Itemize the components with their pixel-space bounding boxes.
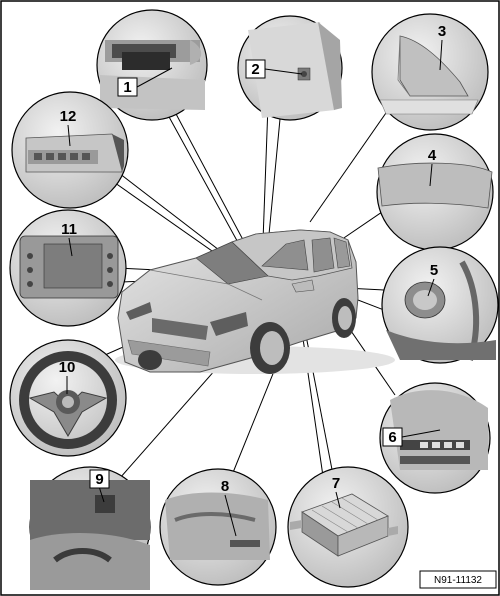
callout-10: 10	[59, 359, 76, 376]
callout-9: 9	[95, 471, 103, 488]
detail-circle-7	[287, 466, 409, 588]
detail-circle-4	[376, 133, 494, 251]
callout-8: 8	[221, 478, 229, 495]
detail-circle-10	[9, 339, 127, 457]
callout-4: 4	[428, 147, 437, 164]
detail-circle-8	[159, 468, 277, 586]
detail-circle-1	[96, 9, 208, 121]
figure-ref-box	[419, 570, 497, 589]
callout-11: 11	[61, 221, 77, 238]
detail-circle-9	[29, 466, 151, 590]
callout-labels: 1 2 3 4 5 6 7 8 9 10 11 12	[59, 23, 446, 537]
callout-1: 1	[123, 79, 131, 96]
callout-12: 12	[60, 108, 77, 125]
callout-7: 7	[332, 475, 340, 492]
callout-3: 3	[438, 23, 446, 40]
detail-circle-12	[11, 91, 129, 209]
detail-circle-3	[371, 13, 489, 131]
detail-circle-11	[9, 209, 127, 327]
detail-circle-5	[381, 246, 499, 364]
callout-5: 5	[430, 262, 438, 279]
car-illustration	[115, 229, 395, 374]
detail-circle-2	[237, 15, 343, 121]
callout-6: 6	[388, 429, 396, 446]
figure-ref: N91-11132	[434, 575, 482, 586]
callout-2: 2	[251, 61, 259, 78]
